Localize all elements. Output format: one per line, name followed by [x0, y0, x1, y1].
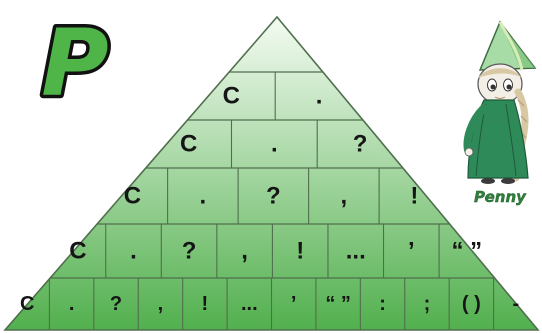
pyramid-cell-symbol: .	[271, 131, 278, 158]
character-name-label: Penny	[474, 188, 527, 206]
pyramid-cell-symbol: .	[200, 183, 207, 210]
penny-character: Penny	[465, 22, 535, 206]
pyramid-cell-symbol: C	[180, 131, 197, 158]
pyramid-cell-symbol: ?	[182, 238, 197, 265]
pyramid-cell-symbol: ?	[110, 293, 122, 315]
pyramid-cell-symbol: ?	[353, 131, 368, 158]
pyramid-cell-symbol: ...	[346, 238, 366, 265]
pyramid-cell-symbol: ’	[291, 293, 297, 315]
pyramid-cell-symbol: ’	[408, 238, 415, 265]
pyramid-cell-symbol: C	[124, 183, 141, 210]
pyramid-cell-symbol: C	[20, 293, 34, 315]
logo-letter: P	[41, 10, 108, 117]
pyramid-cell-symbol: .	[316, 83, 323, 110]
pyramid-cell-symbol: “ ”	[452, 238, 483, 265]
pyramid-cell-symbol: “ ”	[325, 293, 351, 315]
pyramid-cell-symbol: !	[202, 293, 209, 315]
pyramid-cell-symbol: ,	[158, 293, 164, 315]
pyramid-cell-symbol: .	[130, 238, 137, 265]
pyramid-cell-symbol: :	[379, 293, 386, 315]
pyramid-cell-symbol: .	[69, 293, 75, 315]
pyramid-cell-symbol: ;	[424, 293, 431, 315]
pyramid-cell-symbol: ( )	[462, 293, 481, 315]
pyramid-cell-symbol: ,	[241, 238, 248, 265]
pyramid-cell-symbol: !	[410, 183, 418, 210]
pyramid-cell-symbol: C	[69, 238, 86, 265]
pyramid-cell-symbol: !	[296, 238, 304, 265]
logo-p-icon: P P	[41, 10, 108, 117]
pyramid-cell-symbol: ?	[266, 183, 281, 210]
pyramid-cell-symbol: ...	[241, 293, 258, 315]
pyramid-cell-symbol: ,	[341, 183, 348, 210]
pyramid-cell-symbol: -	[512, 293, 519, 315]
pyramid-cell-symbol: C	[223, 83, 240, 110]
